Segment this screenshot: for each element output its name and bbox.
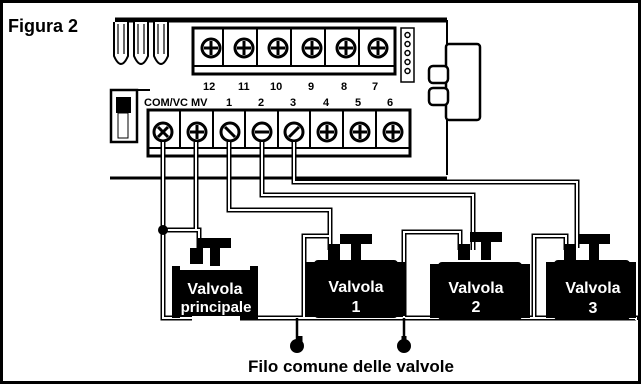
terminal-label-8: 8: [341, 81, 347, 93]
terminal-label-10: 10: [270, 81, 282, 93]
valve-main: [172, 238, 258, 318]
valve-2: [430, 232, 530, 320]
terminal-label-com: COM/VC: [144, 97, 188, 109]
side-module: [427, 42, 482, 122]
pin-header: [400, 27, 415, 83]
valve-3: [546, 234, 636, 320]
terminal-label-2: 2: [258, 97, 264, 109]
wiring: [158, 142, 639, 353]
valve-2-label-1: Valvola: [448, 280, 503, 297]
figure-title: Figura 2: [8, 16, 78, 36]
valve-3-label-2: 3: [589, 300, 598, 317]
valve-main-label-2: principale: [181, 299, 252, 316]
terminal-label-1: 1: [226, 97, 232, 109]
terminal-label-11: 11: [238, 81, 250, 93]
valve-2-label-2: 2: [472, 299, 481, 316]
upper-terminal-labels: 12 11 10 9 8 7: [203, 81, 378, 93]
valve-labels: Valvola principale Valvola 1 Valvola 2 V…: [181, 279, 621, 317]
terminal-label-9: 9: [308, 81, 314, 93]
terminal-label-3: 3: [290, 97, 296, 109]
terminal-label-6: 6: [387, 97, 393, 109]
terminal-label-7: 7: [372, 81, 378, 93]
terminal-label-mv: MV: [191, 97, 208, 109]
title-backdrop: [3, 3, 115, 39]
lower-terminal-strip: [146, 108, 412, 158]
valve-1-label-1: Valvola: [328, 279, 383, 296]
sensor-switch: [109, 88, 139, 144]
common-wire-caption: Filo comune delle valvole: [248, 357, 454, 376]
terminal-label-5: 5: [355, 97, 361, 109]
upper-terminal-strip: [191, 26, 397, 76]
terminal-label-12: 12: [203, 81, 215, 93]
valve-1: [306, 234, 406, 318]
wire-junctions: [158, 225, 411, 353]
valve-main-label-1: Valvola: [187, 281, 242, 298]
valve-3-label-1: Valvola: [565, 280, 620, 297]
terminal-label-4: 4: [323, 97, 330, 109]
valve-1-label-2: 1: [352, 299, 361, 316]
lower-terminal-labels: COM/VC MV 1 2 3 4 5 6: [144, 97, 393, 109]
wire-connectors: [113, 22, 169, 65]
